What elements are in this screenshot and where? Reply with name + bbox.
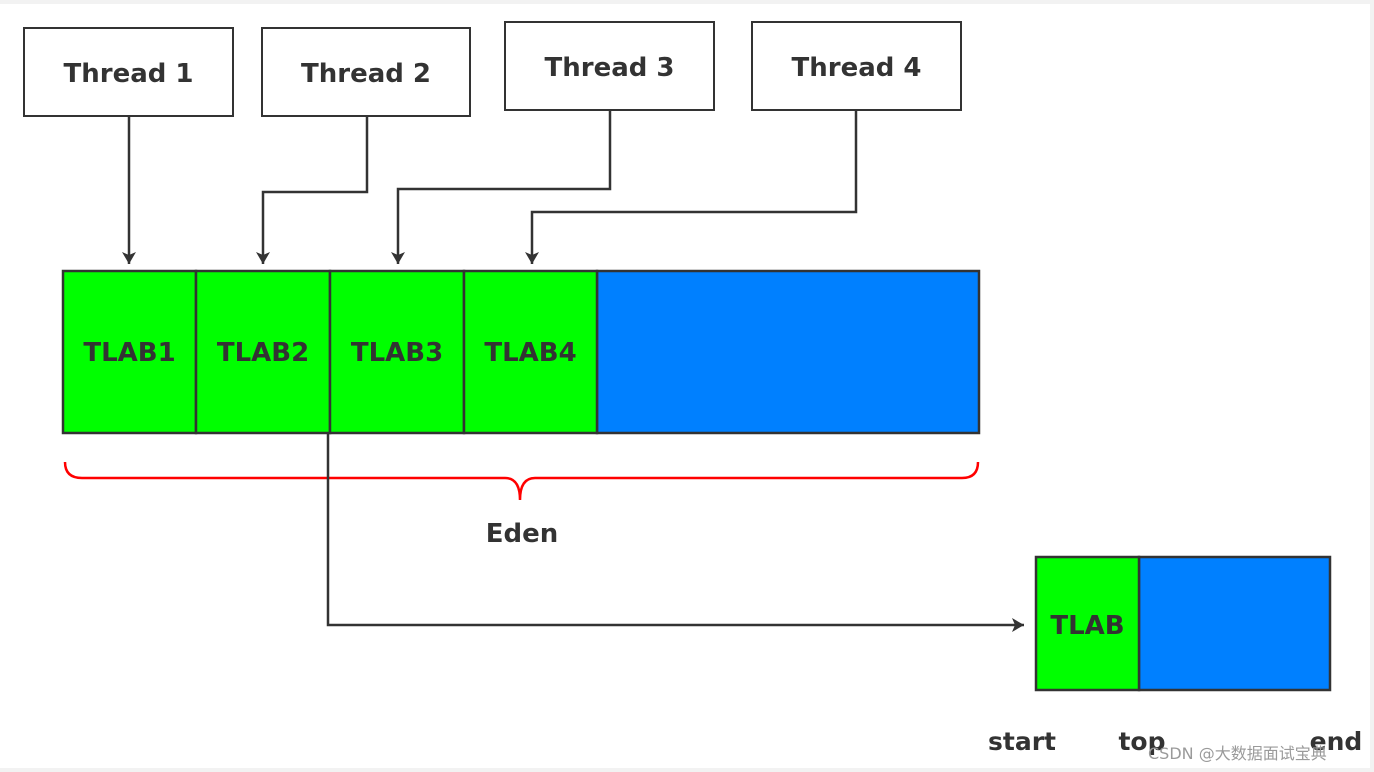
detail-used-space [1034, 555, 1141, 692]
tlab-label-4: TLAB4 [484, 338, 576, 368]
thread-box-1: Thread 1 [23, 27, 234, 117]
thread-box-4: Thread 4 [751, 21, 962, 111]
arrow-thread4-tlab4 [525, 110, 858, 264]
eden-brace [63, 461, 980, 501]
pointer-top-label: top [1118, 727, 1165, 756]
thread-label-3: Thread 3 [545, 53, 675, 83]
tlab-label-3: TLAB3 [351, 338, 443, 368]
eden-label: Eden [486, 519, 559, 549]
tlab-label-1: TLAB1 [83, 338, 175, 368]
eden-free-space [595, 269, 981, 435]
tlab-label-2: TLAB2 [217, 338, 309, 368]
tlab-block-1: TLAB1 [61, 269, 198, 435]
thread-box-3: Thread 3 [504, 21, 715, 111]
arrow-thread2-tlab2 [256, 116, 369, 264]
thread-label-2: Thread 2 [301, 59, 431, 89]
arrow-thread3-tlab3 [391, 110, 612, 264]
pointer-end-label: end [1310, 727, 1363, 756]
detail-free-space [1137, 555, 1332, 692]
thread-label-1: Thread 1 [64, 59, 194, 89]
frame-right-border [1370, 0, 1374, 772]
csdn-watermark: CSDN @大数据面试宝典 [1148, 744, 1327, 763]
pointer-start-label: start [988, 727, 1056, 756]
tlab-block-2: TLAB2 [194, 269, 332, 435]
tlab-block-4: TLAB4 [462, 269, 599, 435]
detail-tlab: TLAB [1034, 555, 1332, 692]
frame-bottom-border [0, 768, 1374, 772]
tlab-block-3: TLAB3 [328, 269, 466, 435]
thread-box-2: Thread 2 [261, 27, 471, 117]
frame-top-border [0, 0, 1374, 4]
detail-tlab-label: TLAB [1050, 611, 1124, 641]
arrow-tlab-detail [326, 433, 1024, 632]
thread-label-4: Thread 4 [792, 53, 922, 83]
